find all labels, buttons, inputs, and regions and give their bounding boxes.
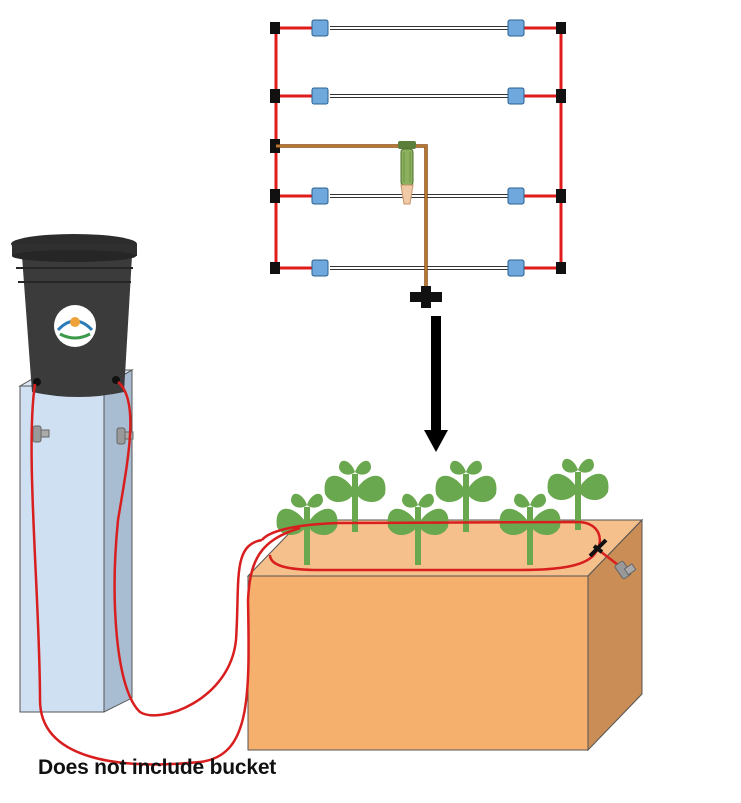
connector-icon [311, 187, 329, 205]
manifold-row [270, 19, 566, 37]
tubing-right [113, 381, 263, 717]
inline-filter-icon [398, 141, 416, 205]
caption-note: Does not include bucket [38, 756, 277, 779]
tee-fitting-icon [270, 139, 280, 153]
tee-fitting-icon [556, 189, 566, 203]
plants [276, 458, 609, 565]
tee-fitting-icon [588, 538, 608, 558]
connector-icon [507, 187, 525, 205]
connector-icon [507, 259, 525, 277]
manifold-row [270, 187, 566, 205]
tee-fitting-icon [556, 89, 566, 103]
bucket-logo-icon [54, 305, 96, 347]
connector-icon [311, 259, 329, 277]
feed-line [270, 139, 442, 308]
shutoff-valve-icon [32, 425, 50, 443]
connector-icon [311, 19, 329, 37]
tubing-left [30, 383, 301, 766]
manifold-row [270, 87, 566, 105]
plant-icon [324, 460, 386, 532]
plant-icon [435, 460, 497, 532]
connector-icon [507, 19, 525, 37]
shutoff-valve-icon [614, 560, 637, 580]
tee-fitting-icon [556, 22, 566, 34]
bucket [11, 234, 137, 397]
down-arrow-icon [424, 316, 448, 452]
tee-fitting-icon [270, 262, 280, 274]
tee-fitting-icon [270, 189, 280, 203]
manifold-row [270, 259, 566, 277]
tee-fitting-icon [270, 89, 280, 103]
manifold-assembly [270, 19, 566, 308]
tee-fitting-icon [270, 22, 280, 34]
plant-icon [547, 458, 609, 530]
connector-icon [311, 87, 329, 105]
tee-fitting-icon [556, 262, 566, 274]
tee-fitting-icon [421, 286, 431, 308]
connector-icon [507, 87, 525, 105]
